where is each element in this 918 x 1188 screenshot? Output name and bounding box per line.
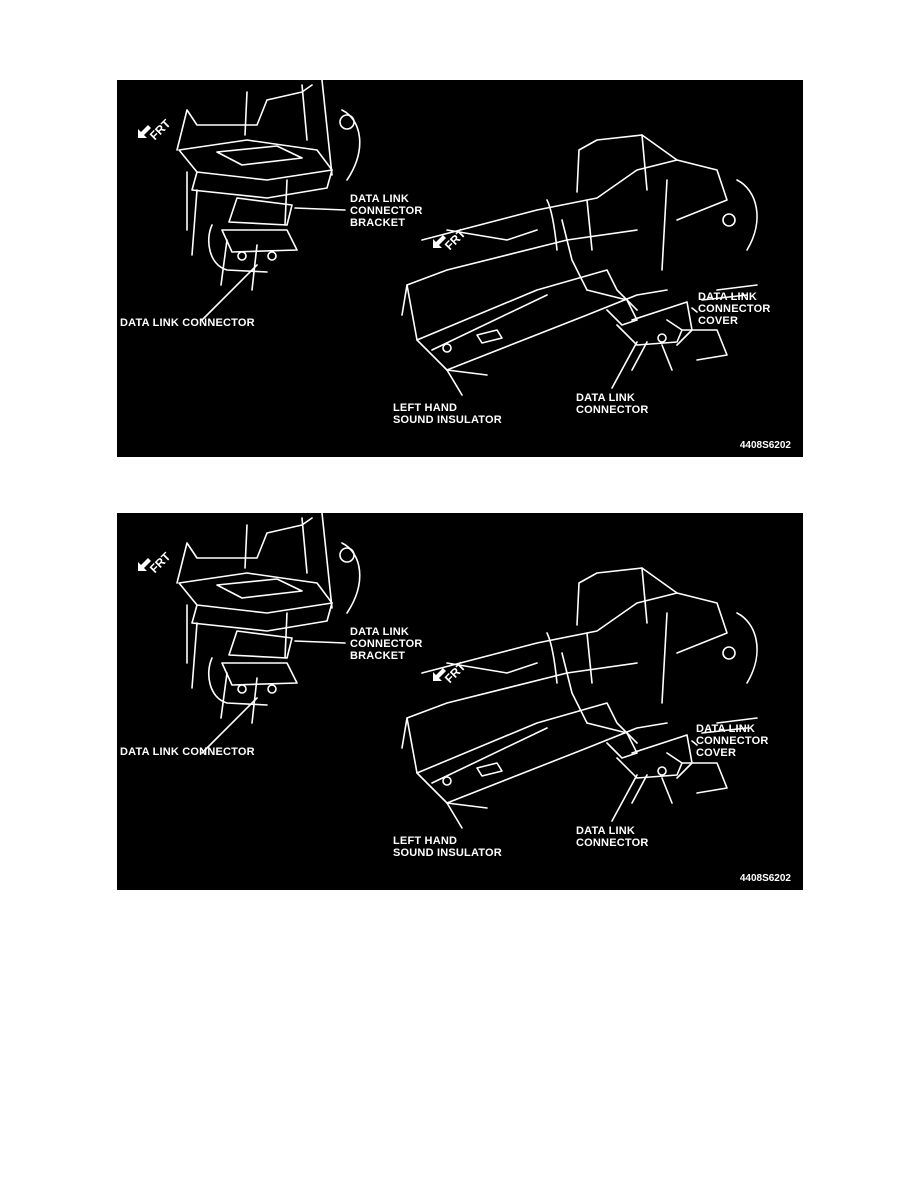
front-arrow-icon [138, 558, 151, 571]
label-connector-bracket: DATA LINK CONNECTOR BRACKET [350, 626, 423, 662]
label-data-link-connector-left: DATA LINK CONNECTOR [120, 317, 255, 329]
front-arrow-icon [433, 235, 446, 248]
label-sound-insulator: LEFT HAND SOUND INSULATOR [393, 402, 502, 426]
label-connector-bracket: DATA LINK CONNECTOR BRACKET [350, 193, 423, 229]
front-arrow-icon [138, 125, 151, 138]
figure-code: 4408S6202 [739, 440, 791, 451]
assembly-line-art [176, 80, 758, 396]
diagram-panel-1: FRT FRT DATA LINK CONNECTOR BRACKET DATA… [117, 80, 803, 457]
label-data-link-connector-right: DATA LINK CONNECTOR [576, 825, 649, 849]
diagram-panel-2: FRT FRT DATA LINK CONNECTOR BRACKET DATA… [117, 513, 803, 890]
label-data-link-connector-right: DATA LINK CONNECTOR [576, 392, 649, 416]
label-sound-insulator: LEFT HAND SOUND INSULATOR [393, 835, 502, 859]
label-data-link-connector-left: DATA LINK CONNECTOR [120, 746, 255, 758]
assembly-line-art [176, 513, 758, 829]
label-connector-cover: DATA LINK CONNECTOR COVER [696, 723, 769, 759]
front-arrow-icon [433, 668, 446, 681]
label-connector-cover: DATA LINK CONNECTOR COVER [698, 291, 771, 327]
figure-code: 4408S6202 [739, 873, 791, 884]
